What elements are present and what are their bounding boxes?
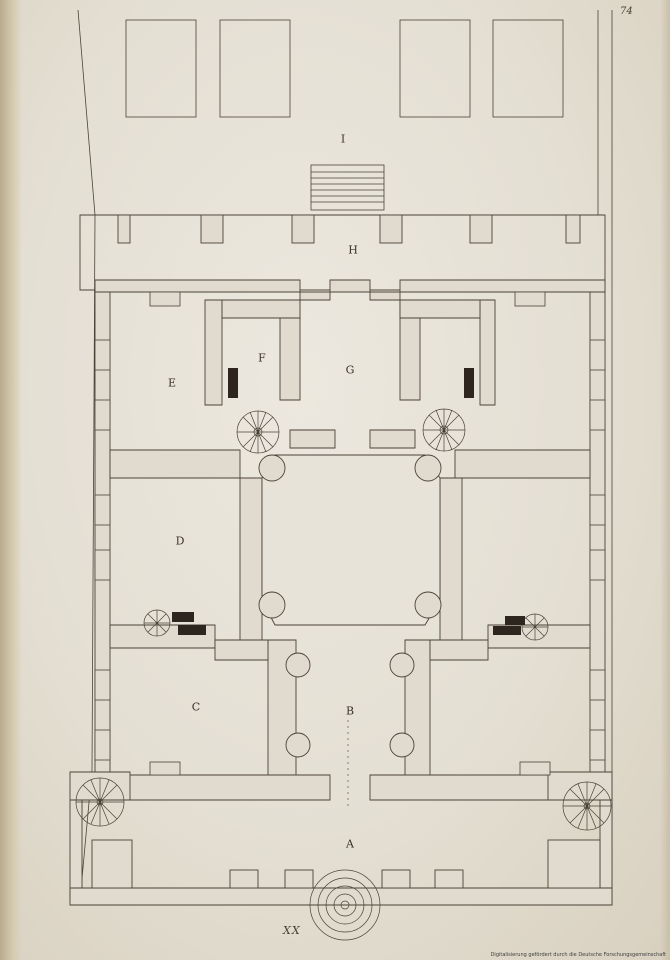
dark-block-g-right (464, 368, 474, 398)
garden-bed-3 (399, 19, 471, 118)
spiral-stair-nw (422, 408, 466, 452)
room-label-b: B (345, 704, 355, 718)
spiral-staircases (75, 408, 612, 941)
page-binding-shadow (0, 0, 22, 960)
room-label-g: G (345, 363, 355, 377)
dark-block-sw-1 (172, 612, 194, 622)
folio-number: 74 (620, 6, 633, 17)
page-edge (660, 0, 670, 960)
digitization-credit: Digitalisierung gefördert durch die Deut… (490, 952, 666, 958)
left-margin-line (77, 9, 96, 901)
spiral-stair-sw (143, 609, 171, 637)
dark-block-sw-2 (178, 625, 206, 635)
spiral-stair-se (521, 613, 549, 641)
garden-bed-4 (492, 19, 564, 118)
room-label-d: D (175, 534, 185, 548)
side-wall-piers (94, 291, 606, 776)
central-octagonal-hall (258, 454, 442, 758)
dark-block-se-2 (493, 626, 521, 635)
gathering-signature: XX (283, 924, 301, 937)
room-label-h: H (348, 243, 358, 257)
spiral-stair-porch-right (562, 781, 612, 831)
dark-fills (172, 368, 525, 635)
dark-block-f-left (228, 368, 238, 398)
room-label-f: F (258, 351, 266, 365)
room-label-i: I (340, 132, 346, 146)
garden-bed-2 (219, 19, 291, 118)
garden-bed-1 (125, 19, 197, 118)
spiral-stair-porch-left (75, 777, 125, 827)
room-label-e: E (167, 376, 177, 390)
room-label-a: A (346, 837, 354, 851)
entrance-circular-steps (309, 869, 381, 941)
room-label-c: C (191, 700, 201, 714)
garden-steps (310, 164, 385, 211)
spiral-stair-ne (236, 410, 280, 454)
dark-block-se-1 (505, 616, 525, 625)
